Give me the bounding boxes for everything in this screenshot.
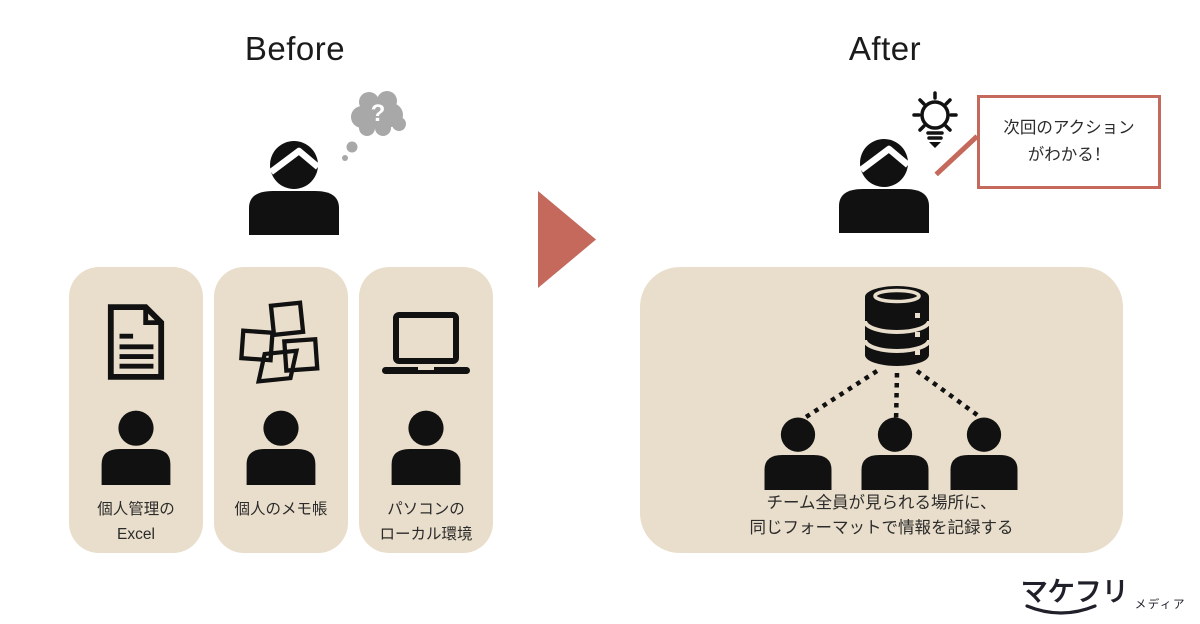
team-member-icon [759,416,837,490]
logo-smile-icon [1025,604,1097,615]
thought-bubble-icon: ? [336,88,418,168]
after-title: After [848,30,922,67]
callout-line1: 次回のアクション [1003,119,1135,137]
logo-subtext: メディア [1134,599,1186,611]
sticky-notes-icon [238,299,324,385]
panel-label: パソコンの ローカル環境 [379,497,472,547]
panel-label: 個人管理の Excel [97,497,175,547]
database-icon [859,283,935,369]
callout-bubble: 次回のアクション がわかる！ [977,95,1161,189]
question-mark: ? [371,100,386,127]
after-panel: チーム全員が見られる場所に、 同じフォーマットで情報を記録する [640,267,1123,553]
lightbulb-icon [912,91,958,153]
before-panel-memo: 個人のメモ帳 [214,267,348,553]
before-title: Before [244,30,346,67]
after-person-icon [834,138,934,233]
person-icon [386,409,466,485]
document-icon [105,299,167,385]
transition-arrow [538,191,596,289]
logo-text: マケフリ [1020,577,1129,608]
panel-label: 個人のメモ帳 [234,497,327,522]
panel-label-line2: Excel [117,526,155,543]
before-person-icon [244,140,344,235]
before-panel-local: パソコンの ローカル環境 [359,267,493,553]
team-member-icon [856,416,934,490]
panel-label-line1: 個人管理の [97,501,175,518]
person-icon [96,409,176,485]
laptop-icon [382,299,470,385]
makefri-logo: マケフリ メディア [1020,577,1186,616]
panel-label-line1: パソコンの [387,501,465,518]
person-icon [241,409,321,485]
after-caption-line2: 同じフォーマットで情報を記録する [749,519,1014,537]
panel-label-line2: ローカル環境 [379,526,473,543]
callout-line2: がわかる！ [1027,146,1111,164]
after-caption-line1: チーム全員が見られる場所に、 [766,494,997,512]
after-caption: チーム全員が見られる場所に、 同じフォーマットで情報を記録する [640,491,1123,541]
panel-label-line1: 個人のメモ帳 [234,501,328,518]
team-member-icon [945,416,1023,490]
logo-wordmark: マケフリ [1020,577,1129,616]
shared-connection-dotted-lines [804,369,982,424]
before-panel-excel: 個人管理の Excel [69,267,203,553]
